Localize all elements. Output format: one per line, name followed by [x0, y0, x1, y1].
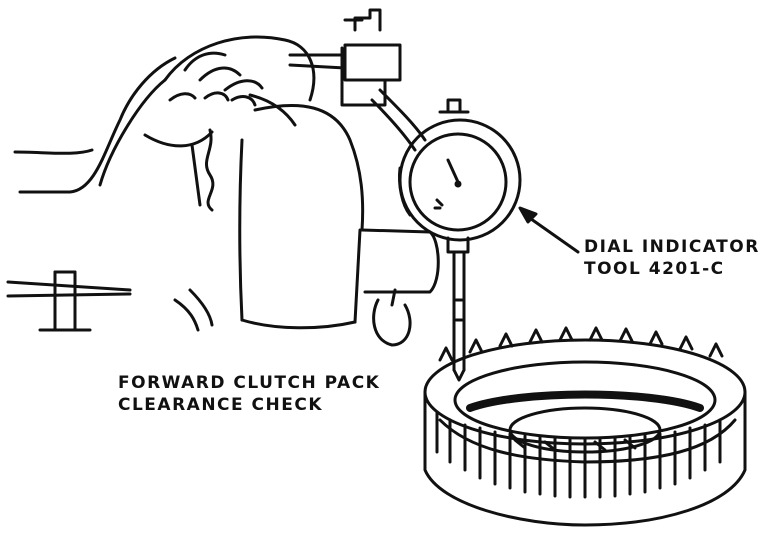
clamp-block	[288, 8, 402, 107]
callout-line-2: TOOL 4201-C	[584, 259, 725, 279]
operator-arm	[13, 35, 316, 212]
bench-fixture	[6, 270, 214, 332]
callout-line-1: DIAL INDICATOR	[584, 237, 760, 257]
dial-indicator	[398, 98, 522, 382]
callout-leader	[518, 206, 580, 254]
figure-caption: FORWARD CLUTCH PACK CLEARANCE CHECK	[118, 372, 380, 416]
indicator-arm	[370, 88, 427, 152]
dial-indicator-callout: DIAL INDICATOR TOOL 4201-C	[584, 236, 760, 280]
clutch-drum	[423, 326, 747, 527]
caption-line-1: FORWARD CLUTCH PACK	[118, 373, 381, 393]
caption-line-2: CLEARANCE CHECK	[118, 395, 324, 415]
